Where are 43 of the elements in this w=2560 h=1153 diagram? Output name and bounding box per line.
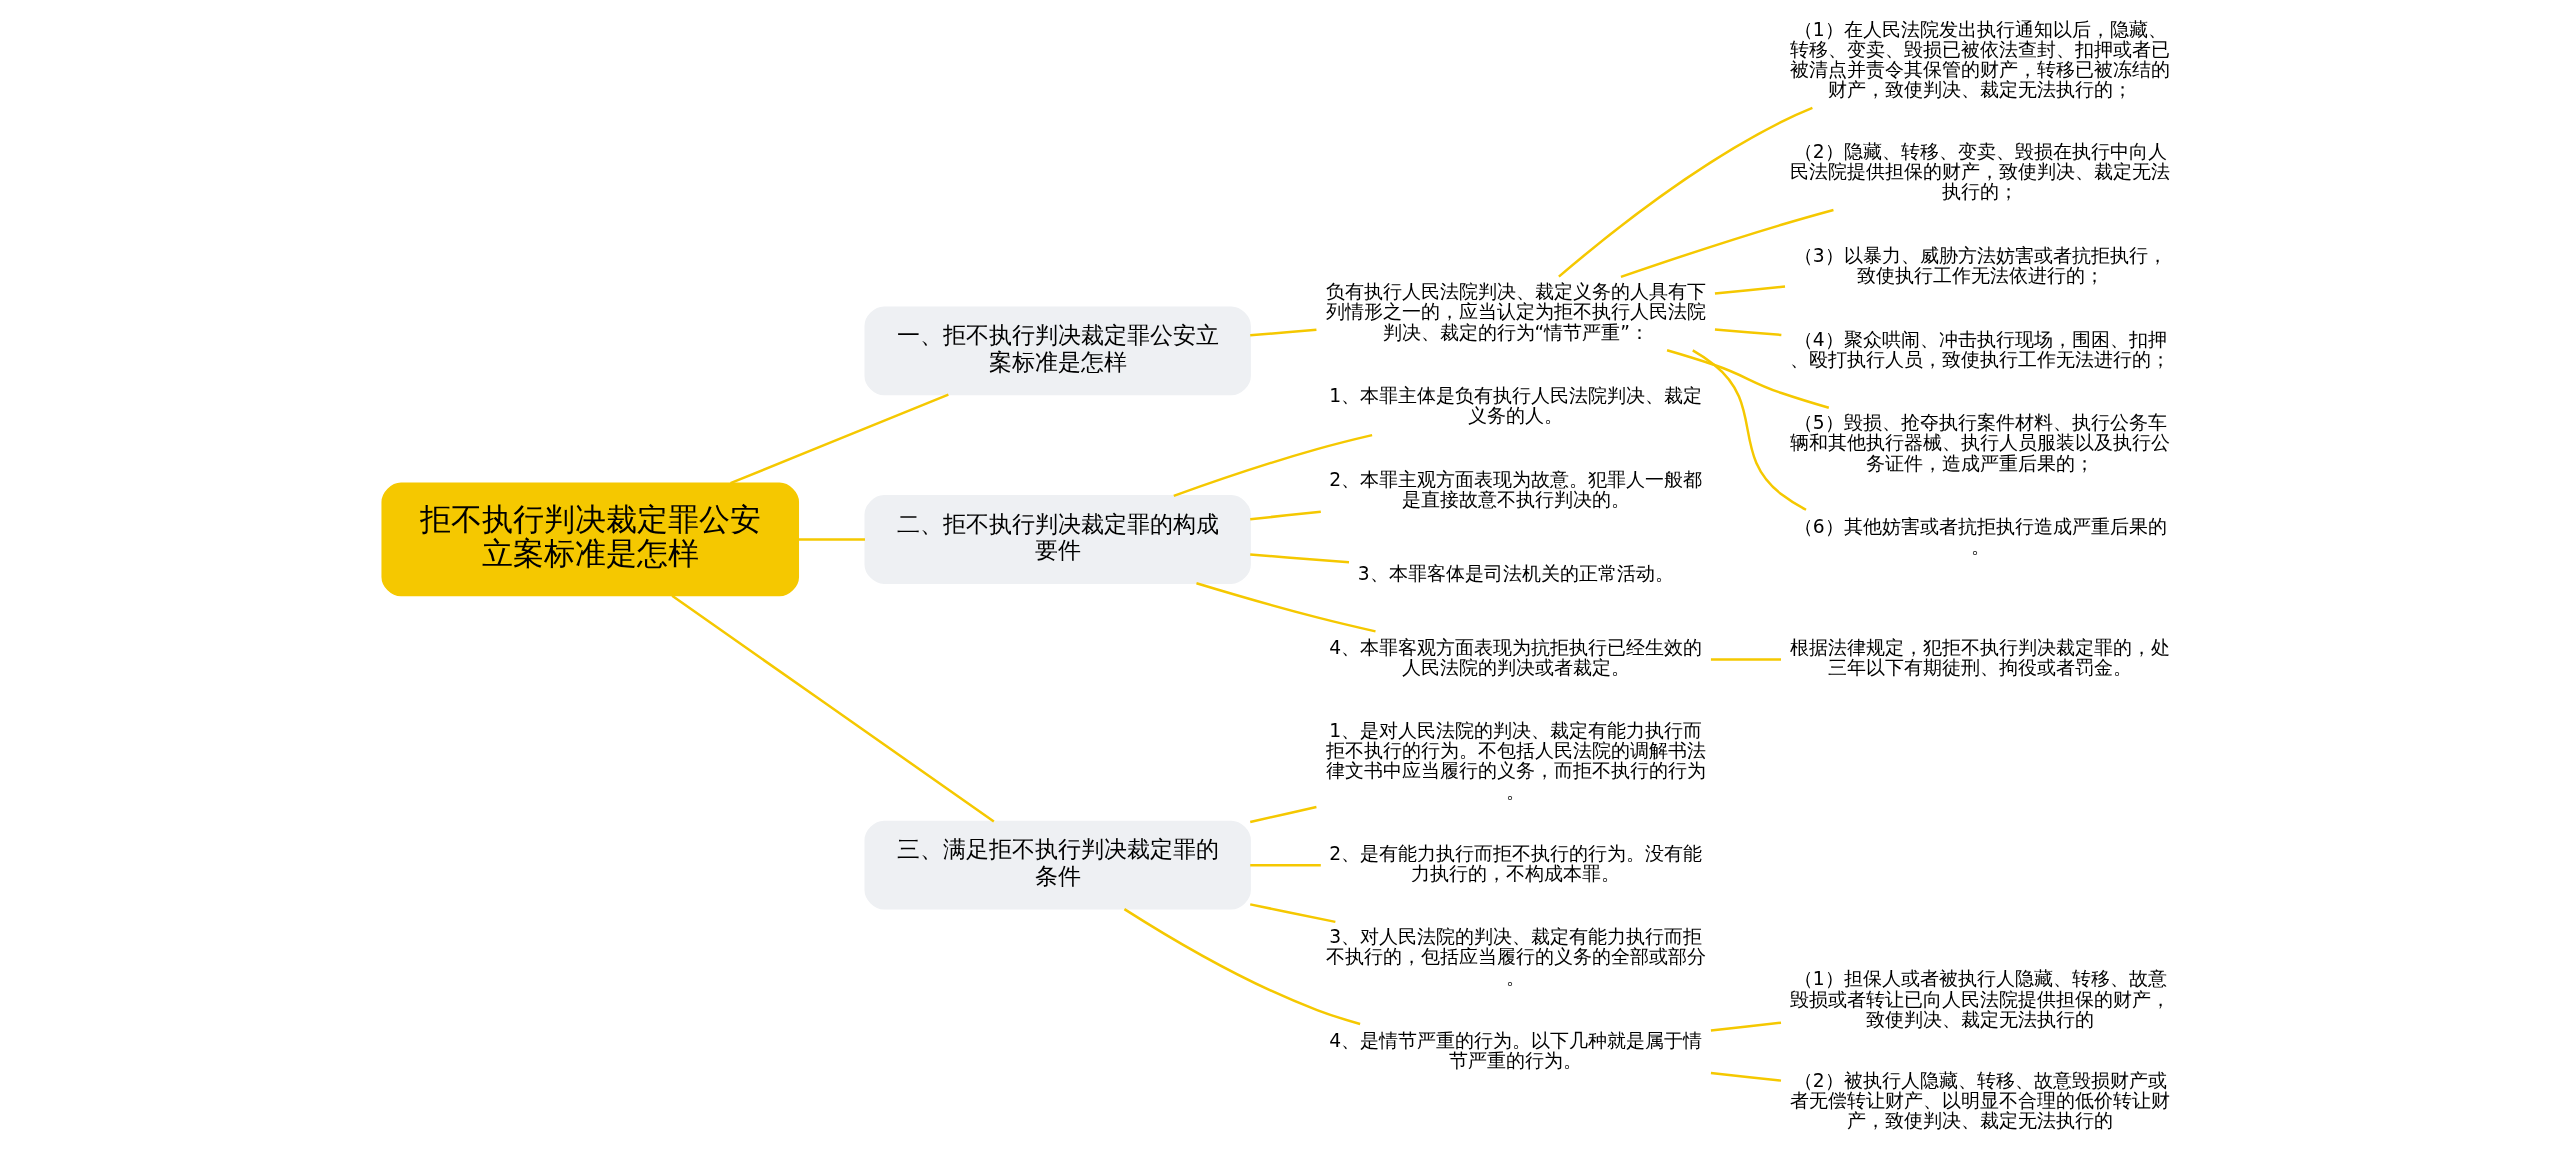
- node-text: （4）聚众哄闹、冲击执行现场，围困、扣押、殴打执行人员，致使执行工作无法进行的；: [1789, 328, 2170, 370]
- connector: [1172, 433, 1372, 498]
- node-text: （2）被执行人隐藏、转移、故意毁损财产或者无偿转让财产、以明显不合理的低价转让财产，致使判决、裁定无法执行的: [1789, 1069, 2170, 1132]
- connector: [1249, 863, 1321, 867]
- node-box: 二、拒不执行判决裁定罪的构成要件: [864, 495, 1251, 584]
- node-text: （5）毁损、抢夺执行案件材料、执行公务车辆和其他执行器械、执行人员服装以及执行公务证件，造成严重后果的；: [1789, 412, 2170, 474]
- node-text: （3）以暴力、威胁方法妨害或者抗拒执行，致使执行工作无法依进行的；: [1793, 244, 2167, 286]
- connector: [1195, 582, 1376, 633]
- connector: [798, 538, 865, 541]
- node-text: 1、本罪主体是负有执行人民法院判决、裁定义务的人。: [1328, 384, 1702, 427]
- node-text: 根据法律规定，犯拒不执行判决裁定罪的，处三年以下有期徒刑、拘役或者罚金。: [1789, 637, 2170, 679]
- connector: [1710, 658, 1781, 661]
- connector: [1123, 908, 1360, 1026]
- node-box: 三、满足拒不执行判决裁定罪的条件: [864, 820, 1251, 910]
- connector: [1710, 1071, 1781, 1082]
- connector: [1249, 903, 1336, 924]
- node-box: 一、拒不执行判决裁定罪公安立案标准是怎样: [864, 306, 1251, 396]
- connector: [1249, 553, 1349, 564]
- node-text: 3、本罪客体是司法机关的正常活动。: [1357, 563, 1674, 585]
- connector: [1691, 349, 1807, 511]
- node-box: 拒不执行判决裁定罪公安立案标准是怎样: [380, 482, 799, 597]
- connector: [1714, 328, 1781, 337]
- connector: [1666, 349, 1829, 409]
- node-text: （6）其他妨害或者抗拒执行造成严重后果的。: [1793, 515, 2167, 557]
- node-text: （1）担保人或者被执行人隐藏、转移、故意毁损或者转让已向人民法院提供担保的财产，致使判决、裁定无法执行的: [1789, 968, 2170, 1030]
- node-text: 2、是有能力执行而拒不执行的行为。没有能力执行的，不构成本罪。: [1328, 842, 1702, 885]
- connector: [1249, 510, 1321, 521]
- connector: [670, 594, 995, 823]
- node-text: 3、对人民法院的判决、裁定有能力执行而拒不执行的，包括应当履行的义务的全部或部分。: [1325, 926, 1706, 988]
- node-text: （2）隐藏、转移、变卖、毁损在执行中向人民法院提供担保的财产，致使判决、裁定无法执行的；: [1789, 140, 2170, 203]
- connector: [1249, 328, 1317, 337]
- connector: [729, 393, 949, 485]
- node-text: 4、本罪客观方面表现为抗拒执行已经生效的人民法院的判决或者裁定。: [1328, 637, 1702, 679]
- node-text: 2、本罪主观方面表现为故意。犯罪人一般都是直接故意不执行判决的。: [1328, 468, 1702, 511]
- connector: [1557, 106, 1813, 278]
- connector: [1710, 1021, 1781, 1032]
- node-text: 4、是情节严重的行为。以下几种就是属于情节严重的行为。: [1328, 1029, 1702, 1072]
- connector: [1620, 208, 1834, 279]
- node-text: （1）在人民法院发出执行通知以后，隐藏、转移、变卖、毁损已被依法查封、扣押或者已被清点并责令其保管的财产，转移已被冻结的财产，致使判决、裁定无法执行的；: [1789, 18, 2170, 101]
- node-text: 负有执行人民法院判决、裁定义务的人具有下列情形之一的，应当认定为拒不执行人民法院判决、裁定的行为“情节严重”：: [1325, 281, 1706, 343]
- connector: [1714, 285, 1785, 295]
- node-text: 1、是对人民法院的判决、裁定有能力执行而拒不执行的行为。不包括人民法院的调解书法律文书中应当履行的义务，而拒不执行的行为。: [1325, 719, 1706, 802]
- connector: [1249, 805, 1317, 824]
